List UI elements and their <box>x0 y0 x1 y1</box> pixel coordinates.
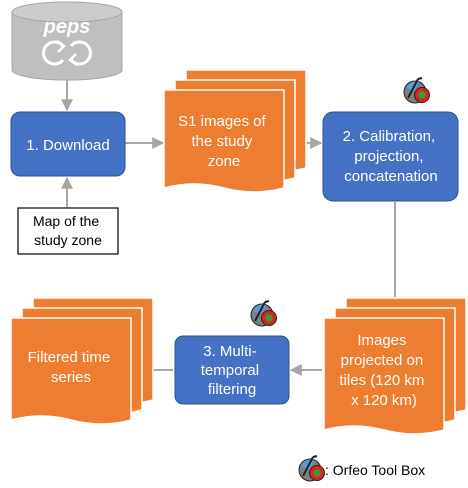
download-step-label: 1. Download <box>26 137 109 154</box>
legend-label: : Orfeo Tool Box <box>325 462 425 478</box>
filtered-series-label: Filtered time series <box>28 349 115 386</box>
peps-database: peps <box>11 1 123 81</box>
projected-images-stack: Images projected on tiles (120 km x 120 … <box>323 297 467 435</box>
download-step: 1. Download <box>10 111 126 177</box>
calibration-step-label: 2. Calibration, projection, concatenatio… <box>343 128 440 185</box>
map-of-study-zone-box: Map of the study zone <box>17 207 119 255</box>
calibration-step: 2. Calibration, projection, concatenatio… <box>322 111 459 202</box>
filtered-series-stack: Filtered time series <box>10 297 154 425</box>
s1-images-stack: S1 images of the study zone <box>163 69 307 193</box>
orfeo-toolbox-icon <box>403 77 431 104</box>
projected-images-label: Images projected on tiles (120 km x 120 … <box>339 332 428 409</box>
orfeo-toolbox-icon <box>250 300 278 327</box>
orfeo-toolbox-icon <box>298 455 326 482</box>
s1-images-label: S1 images of the study zone <box>178 113 270 170</box>
filtering-step: 3. Multi- temporal filtering <box>174 335 290 405</box>
legend: : Orfeo Tool Box <box>298 455 425 482</box>
filtering-step-label: 3. Multi- temporal filtering <box>201 343 264 398</box>
map-label: Map of the study zone <box>33 213 103 248</box>
sync-arrows-icon <box>42 39 92 67</box>
peps-logo-text: peps <box>43 16 91 38</box>
